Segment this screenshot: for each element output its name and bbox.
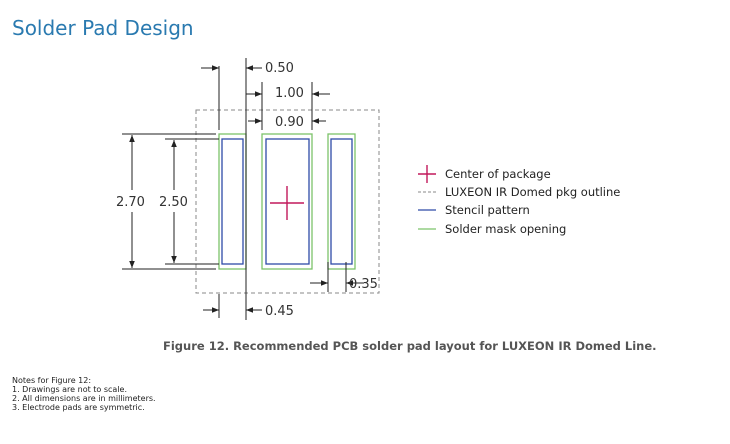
dim-050-label: 0.50 — [265, 61, 294, 76]
dim-250-lines — [165, 138, 219, 265]
left-pad-mask-opening — [218, 133, 247, 270]
dim-270-lines — [122, 133, 216, 270]
legend-label-stencil: Stencil pattern — [445, 203, 530, 217]
right-pad-stencil — [330, 138, 353, 265]
dim-090-label: 0.90 — [275, 115, 304, 130]
dim-100-label: 1.00 — [275, 86, 304, 101]
legend-label-center: Center of package — [445, 167, 551, 181]
note-item: 3. Electrode pads are symmetric. — [12, 403, 145, 412]
figure-notes: Notes for Figure 12: 1. Drawings are not… — [12, 376, 156, 412]
dim-270-label: 2.70 — [116, 195, 145, 210]
note-item: 1. Drawings are not to scale. — [12, 385, 128, 394]
page-title: Solder Pad Design — [12, 16, 194, 40]
note-item: 2. All dimensions are in millimeters. — [12, 394, 156, 403]
legend-center-icon — [418, 165, 436, 183]
package-outline — [195, 109, 380, 294]
dim-035-label: 0.35 — [349, 277, 378, 292]
figure-caption: Figure 12. Recommended PCB solder pad la… — [163, 339, 657, 353]
notes-title: Notes for Figure 12: — [12, 376, 92, 385]
left-pad-stencil — [221, 138, 244, 265]
right-pad-mask-opening — [327, 133, 356, 270]
center-pad-stencil — [265, 138, 310, 265]
legend: Center of package LUXEON IR Domed pkg ou… — [418, 165, 620, 236]
dim-250-label: 2.50 — [159, 195, 188, 210]
legend-label-outline: LUXEON IR Domed pkg outline — [445, 185, 620, 199]
center-pad-mask-opening — [261, 133, 313, 270]
dim-045-arrows — [203, 294, 262, 318]
dim-045-label: 0.45 — [265, 304, 294, 319]
center-of-package-mark — [270, 186, 304, 220]
legend-label-mask: Solder mask opening — [445, 222, 566, 236]
